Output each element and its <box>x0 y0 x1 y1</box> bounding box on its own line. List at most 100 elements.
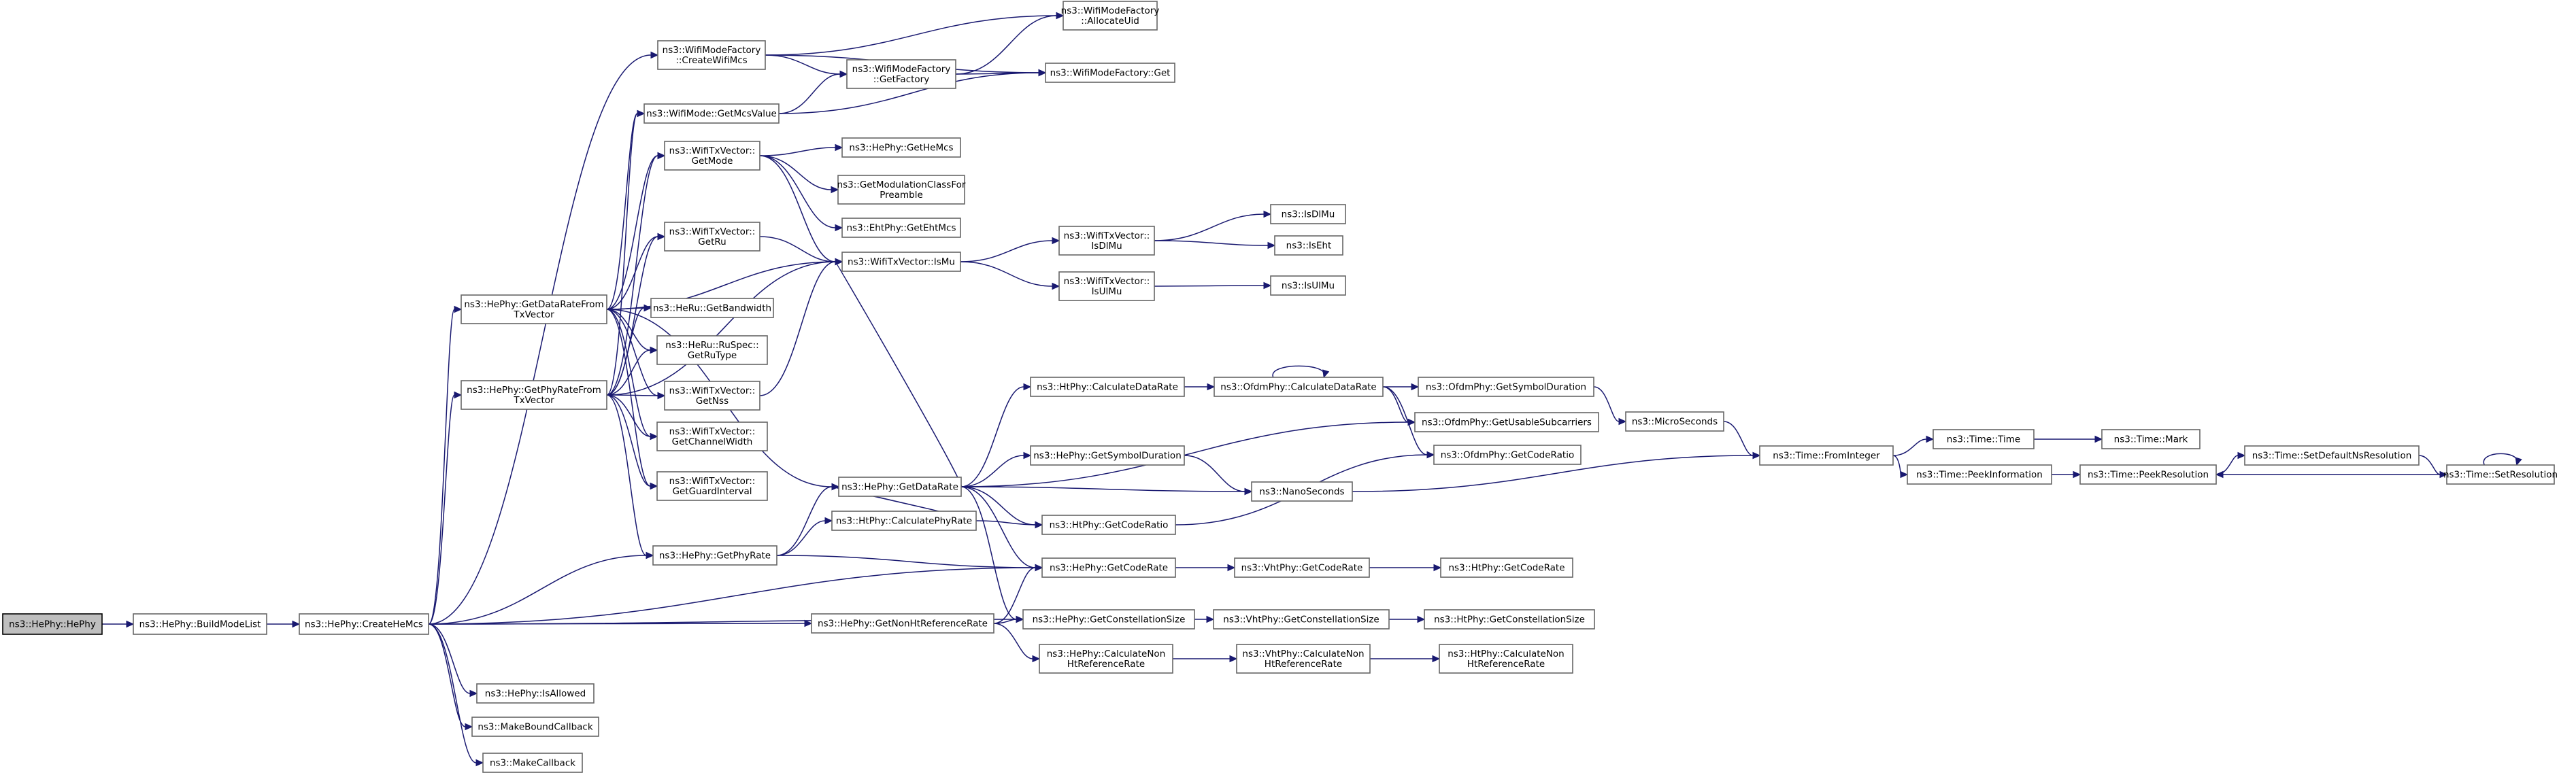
node-ofdm-get-code-ratio[interactable]: ns3::OfdmPhy::GetCodeRatio <box>1433 445 1582 465</box>
node-ht-get-constellation-size[interactable]: ns3::HtPhy::GetConstellationSize <box>1424 609 1595 630</box>
edge-path <box>1723 421 1754 456</box>
node-label: ns3::WifiTxVector:: <box>669 226 756 237</box>
node-box <box>664 381 760 411</box>
node-get-bandwidth[interactable]: ns3::HeRu::GetBandwidth <box>650 298 774 318</box>
node-box <box>643 103 780 124</box>
node-create-wifi-mcs[interactable]: ns3::WifiModeFactory::CreateWifiMcs <box>657 40 766 70</box>
node-box <box>1045 63 1175 83</box>
node-is-dl-mu[interactable]: ns3::IsDlMu <box>1270 204 1346 224</box>
edge-create-wifi-mcs-to-allocate-uid <box>765 12 1065 56</box>
edge-arrowhead <box>1032 655 1041 663</box>
node-box <box>1030 445 1185 466</box>
node-get-guard-interval[interactable]: ns3::WifiTxVector::GetGuardInterval <box>656 471 768 501</box>
node-get-mcs-value[interactable]: ns3::WifiMode::GetMcsValue <box>643 103 780 124</box>
node-time-time[interactable]: ns3::Time::Time <box>1933 429 2035 449</box>
edge-set-resolution-to-set-resolution <box>2483 453 2522 466</box>
node-get-eht-mcs[interactable]: ns3::EhtPhy::GetEhtMcs <box>841 218 961 238</box>
edge-arrowhead <box>2237 451 2246 460</box>
edge-he-get-symbol-duration-to-nano-seconds <box>1184 455 1253 496</box>
edge-get-phy-rate-from-tx-vector-to-get-nss <box>606 392 666 400</box>
node-get-phy-rate[interactable]: ns3::HePhy::GetPhyRate <box>652 545 777 566</box>
edge-arrowhead <box>804 619 813 627</box>
edge-path <box>765 54 841 75</box>
edge-arrowhead <box>1052 282 1060 290</box>
node-get-mode[interactable]: ns3::WifiTxVector::GetMode <box>664 141 760 171</box>
node-vht-get-code-rate[interactable]: ns3::VhtPhy::GetCodeRate <box>1234 557 1370 578</box>
node-label: ns3::WifiModeFactory::Get <box>1050 68 1171 79</box>
node-peek-information[interactable]: ns3::Time::PeekInformation <box>1907 464 2052 485</box>
node-ht-get-code-ratio[interactable]: ns3::HtPhy::GetCodeRatio <box>1041 515 1176 535</box>
node-make-callback[interactable]: ns3::MakeCallback <box>482 753 583 773</box>
node-get-usable-subcarriers[interactable]: ns3::OfdmPhy::GetUsableSubcarriers <box>1414 412 1599 432</box>
edge-path <box>759 155 832 190</box>
edge-path <box>606 113 638 396</box>
node-ofdm-calculate-data-rate[interactable]: ns3::OfdmPhy::CalculateDataRate <box>1214 377 1384 397</box>
edge-arrowhead <box>835 143 843 152</box>
node-get-he-mcs[interactable]: ns3::HePhy::GetHeMcs <box>841 137 961 158</box>
node-get-data-rate[interactable]: ns3::HePhy::GetDataRate <box>838 477 962 497</box>
node-he-get-symbol-duration[interactable]: ns3::HePhy::GetSymbolDuration <box>1030 445 1185 466</box>
node-is-dl-mu-tx[interactable]: ns3::WifiTxVector::IsDlMu <box>1058 226 1155 256</box>
node-ht-calculate-data-rate[interactable]: ns3::HtPhy::CalculateDataRate <box>1030 377 1185 397</box>
node-micro-seconds[interactable]: ns3::MicroSeconds <box>1625 411 1724 432</box>
node-box <box>1414 412 1599 432</box>
edge-arrowhead <box>657 392 666 400</box>
edge-get-mode-to-get-he-mcs <box>759 143 843 156</box>
edge-path <box>1382 386 1409 423</box>
edge-path <box>960 386 1024 487</box>
node-get-nss[interactable]: ns3::WifiTxVector::GetNss <box>664 381 760 411</box>
node-label: ns3::OfdmPhy::GetCodeRatio <box>1441 450 1574 461</box>
edge-path <box>428 54 652 625</box>
node-set-resolution[interactable]: ns3::Time::SetResolution <box>2443 464 2558 485</box>
node-from-integer[interactable]: ns3::Time::FromInteger <box>1759 445 1894 466</box>
node-get-factory[interactable]: ns3::WifiModeFactory::GetFactory <box>846 59 956 89</box>
node-label: ns3::Time::Time <box>1947 434 2020 445</box>
edge-create-he-mcs-to-make-callback <box>428 623 484 767</box>
node-create-he-mcs[interactable]: ns3::HePhy::CreateHeMcs <box>299 613 429 635</box>
node-he-get-constellation-size[interactable]: ns3::HePhy::GetConstellationSize <box>1022 609 1195 630</box>
node-build-mode-list[interactable]: ns3::HePhy::BuildModeList <box>133 613 267 635</box>
edge-nano-seconds-to-from-integer <box>1352 451 1761 492</box>
node-is-ul-mu-tx[interactable]: ns3::WifiTxVector::IsUlMu <box>1058 271 1155 301</box>
edge-from-integer-to-time-time <box>1892 435 1935 456</box>
node-factory-get[interactable]: ns3::WifiModeFactory::Get <box>1045 63 1175 83</box>
node-box <box>656 335 768 365</box>
node-is-mu[interactable]: ns3::WifiTxVector::IsMu <box>841 252 961 272</box>
node-nano-seconds[interactable]: ns3::NanoSeconds <box>1251 481 1353 502</box>
node-set-default-ns-resolution[interactable]: ns3::Time::SetDefaultNsResolution <box>2244 445 2420 466</box>
edge-vht-calculate-non-ht-reference-rate-to-ht-calculate-non-ht-reference-rate <box>1370 655 1441 663</box>
node-he-get-code-rate[interactable]: ns3::HePhy::GetCodeRate <box>1041 557 1176 578</box>
node-label: HtReferenceRate <box>1067 659 1145 670</box>
node-vht-get-constellation-size[interactable]: ns3::VhtPhy::GetConstellationSize <box>1213 609 1390 630</box>
node-he-phy[interactable]: ns3::HePhy::HePhy <box>2 613 103 635</box>
node-get-ru-type[interactable]: ns3::HeRu::RuSpec::GetRuType <box>656 335 768 365</box>
node-ht-get-code-rate[interactable]: ns3::HtPhy::GetCodeRate <box>1440 557 1573 578</box>
node-get-non-ht-reference-rate[interactable]: ns3::HePhy::GetNonHtReferenceRate <box>811 613 994 634</box>
edge-create-he-mcs-to-get-phy-rate-from-tx-vector <box>428 391 463 625</box>
node-allocate-uid[interactable]: ns3::WifiModeFactory::AllocateUid <box>1061 1 1160 31</box>
node-peek-resolution[interactable]: ns3::Time::PeekResolution <box>2079 464 2217 485</box>
node-label: ns3::IsDlMu <box>1282 209 1335 220</box>
node-make-bound-callback[interactable]: ns3::MakeBoundCallback <box>471 717 599 737</box>
node-calculate-phy-rate[interactable]: ns3::HtPhy::CalculatePhyRate <box>831 511 977 531</box>
edge-arrowhead <box>1056 12 1065 20</box>
node-get-ru[interactable]: ns3::WifiTxVector::GetRu <box>664 222 760 252</box>
node-get-channel-width[interactable]: ns3::WifiTxVector::GetChannelWidth <box>656 421 768 451</box>
node-is-ul-mu[interactable]: ns3::IsUlMu <box>1270 275 1346 296</box>
node-label: ns3::HePhy::GetPhyRate <box>659 551 771 562</box>
edge-path <box>428 309 455 625</box>
node-is-allowed[interactable]: ns3::HePhy::IsAllowed <box>476 683 595 704</box>
node-ofdm-get-symbol-duration[interactable]: ns3::OfdmPhy::GetSymbolDuration <box>1418 377 1594 397</box>
edge-arrowhead <box>1023 451 1032 460</box>
node-is-eht[interactable]: ns3::IsEht <box>1274 235 1343 256</box>
node-mark[interactable]: ns3::Time::Mark <box>2101 429 2201 449</box>
edge-vht-get-code-rate-to-ht-get-code-rate <box>1369 564 1442 572</box>
node-label: ns3::WifiTxVector:: <box>1064 276 1150 287</box>
